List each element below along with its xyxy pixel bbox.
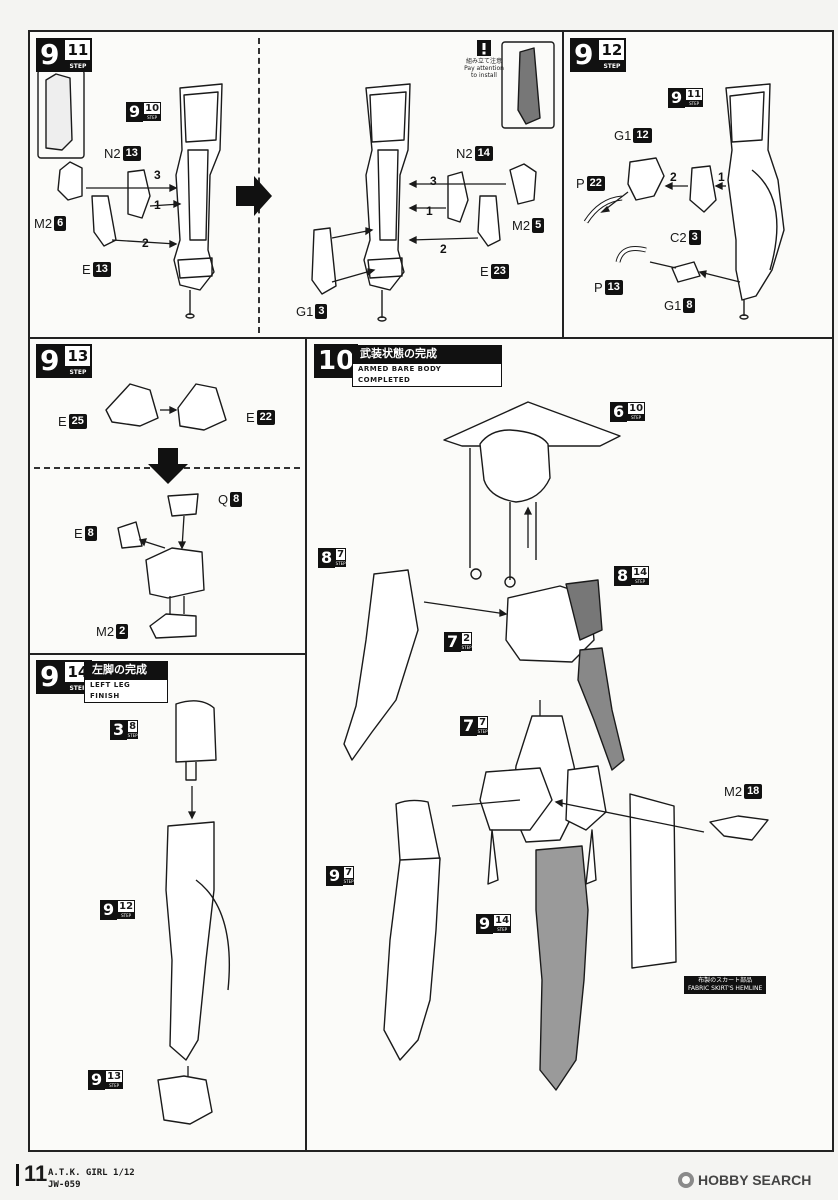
right-arrow-icon	[236, 176, 272, 216]
page-number: 11	[24, 1161, 48, 1186]
arrow-number-1: 1	[426, 204, 433, 218]
arrow-number-1: 1	[718, 170, 725, 184]
panel-divider	[28, 653, 305, 655]
arrow-number-3: 3	[154, 168, 161, 182]
arrow-number-2: 2	[142, 236, 149, 250]
watermark: HOBBY SEARCH	[698, 1172, 812, 1188]
step-badge-10: 10	[314, 344, 359, 378]
arrow-number-2: 2	[440, 242, 447, 256]
fabric-skirt-label: 布製のスカート部品 FABRIC SKIRT'S HEMLINE	[684, 976, 767, 994]
arrow-number-1: 1	[154, 198, 161, 212]
install-warning-note: 組み立て注意 Pay attention to install	[464, 58, 504, 79]
kit-code: JW-059	[48, 1180, 81, 1190]
step-9-14-title: 左脚の完成 LEFT LEG FINISH	[84, 661, 168, 703]
panel-divider	[562, 30, 564, 337]
leg-drawing-c	[725, 83, 785, 320]
row-divider	[28, 337, 834, 339]
down-arrow-icon	[148, 448, 188, 484]
leg-drawing-b	[363, 83, 411, 322]
arrow-number-2: 2	[670, 170, 677, 184]
kit-title: A.T.K. GIRL 1/12	[48, 1168, 135, 1178]
step-10-title: 武装状態の完成 ARMED BARE BODY COMPLETED	[352, 345, 502, 387]
leg-drawing-a	[173, 83, 223, 319]
detail-inset-a	[45, 73, 73, 151]
hat-drawing	[443, 401, 621, 447]
arrow-number-3: 3	[430, 174, 437, 188]
panel-divider	[305, 337, 307, 1152]
